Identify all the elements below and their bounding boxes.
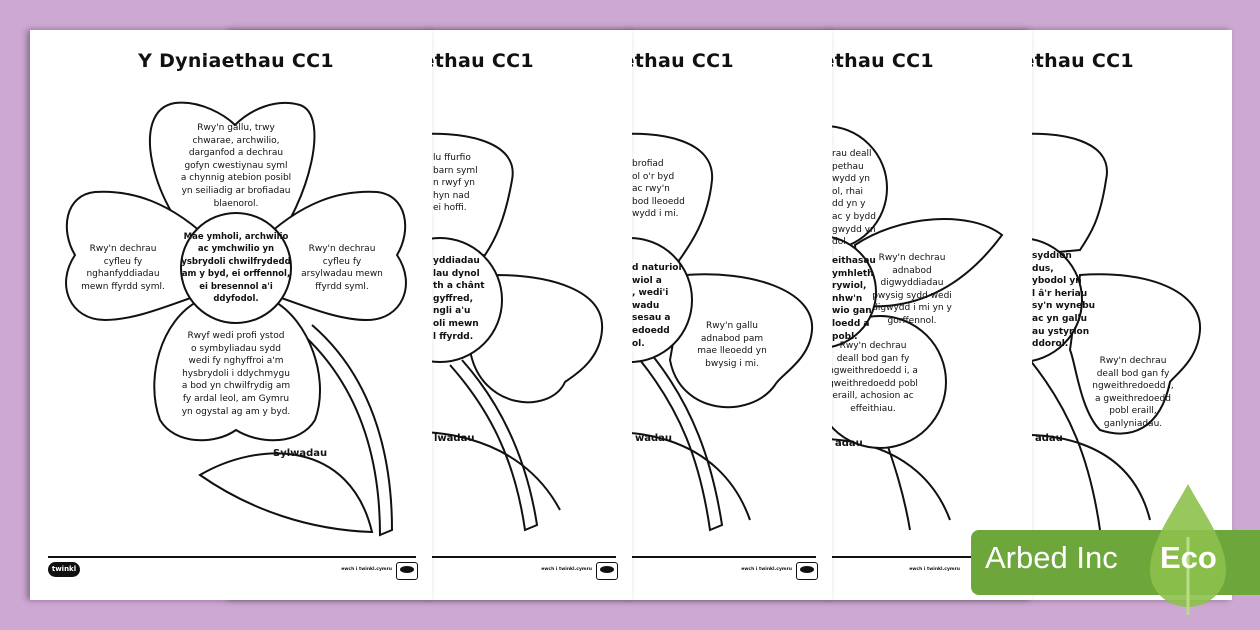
footer-url[interactable]: ewch i twinkl.cymru bbox=[541, 567, 592, 572]
center-circle-text: eithasau ymhleth rywiol, nhw'n wio gan l… bbox=[832, 256, 876, 342]
footer-url[interactable]: ewch i twinkl.cymru bbox=[909, 567, 960, 572]
top-petal-text: lu ffurfio barn syml n rwyf yn hyn nad e… bbox=[433, 153, 478, 214]
leaf-label: adau bbox=[1035, 433, 1063, 444]
center-circle-text: syddion dus, ybodol yn l â'r heriau sy'n… bbox=[1032, 251, 1096, 350]
stem bbox=[297, 324, 394, 537]
top-petal-text: brofiad ol o'r byd ac rwy'n bod lleoedd … bbox=[632, 159, 685, 220]
right-petal-text: Rwy'n dechrau adnabod digwyddiadau pwysi… bbox=[872, 253, 952, 326]
top-petal-text: rau deall pethau wydd yn ol, rhai dd yn … bbox=[832, 149, 876, 248]
leaf-label: adau bbox=[835, 438, 863, 449]
leaf bbox=[198, 452, 374, 534]
right-petal-text: Rwy'n gallu adnabod pam mae lleoedd yn b… bbox=[697, 321, 767, 369]
footer-line bbox=[48, 556, 416, 558]
center-circle-text: d naturiol wiol a , wedi'i wadu sesau a … bbox=[632, 263, 682, 349]
top-petal-text: Rwy'n gallu, trwy chwarae, archwilio, da… bbox=[180, 123, 292, 209]
right-petal-text: Rwy'n dechrau deall bod gan fy ngweithre… bbox=[1092, 356, 1174, 429]
badge-icon bbox=[396, 562, 418, 580]
leaf-label: wadau bbox=[635, 433, 673, 444]
right-petal-text: Rwy'n dechrau cyfleu fy arsylwadau mewn … bbox=[301, 244, 383, 292]
twinkl-logo: twinkl bbox=[48, 562, 80, 577]
badge-icon bbox=[796, 562, 818, 580]
worksheet-page-1: Y Dyniaethau CC1 Rwy'n gallu, trwy chwar… bbox=[30, 30, 432, 600]
footer-url[interactable]: ewch i twinkl.cymru bbox=[741, 567, 792, 572]
footer-line bbox=[448, 556, 816, 558]
bottom-petal-text: Rwyf wedi profi ystod o symbyliadau sydd… bbox=[181, 331, 291, 417]
footer-url[interactable]: ewch i twinkl.cymru bbox=[341, 567, 392, 572]
center-circle-text: yddiadau lau dynol th a chânt gyffred, n… bbox=[433, 256, 485, 342]
left-petal-text: Rwy'n dechrau cyfleu fy nghanfyddiadau m… bbox=[81, 244, 165, 292]
footer-line bbox=[248, 556, 616, 558]
leaf-icon bbox=[1150, 484, 1226, 615]
leaf-label: lwadau bbox=[434, 433, 475, 444]
watermark-name: Arbed Inc bbox=[985, 540, 1118, 575]
bottom-petal-text: Rwy'n dechrau deall bod gan fy ngweithre… bbox=[828, 341, 918, 414]
badge-icon bbox=[596, 562, 618, 580]
leaf-label: Sylwadau bbox=[273, 448, 328, 459]
center-circle-text: Mae ymholi, archwilio ac ymchwilio yn ys… bbox=[181, 232, 291, 305]
page-title: Y Dyniaethau CC1 bbox=[138, 50, 334, 72]
flower-drawing bbox=[65, 101, 407, 537]
footer-line bbox=[648, 556, 1016, 558]
watermark-eco-word: Eco bbox=[1160, 540, 1217, 575]
